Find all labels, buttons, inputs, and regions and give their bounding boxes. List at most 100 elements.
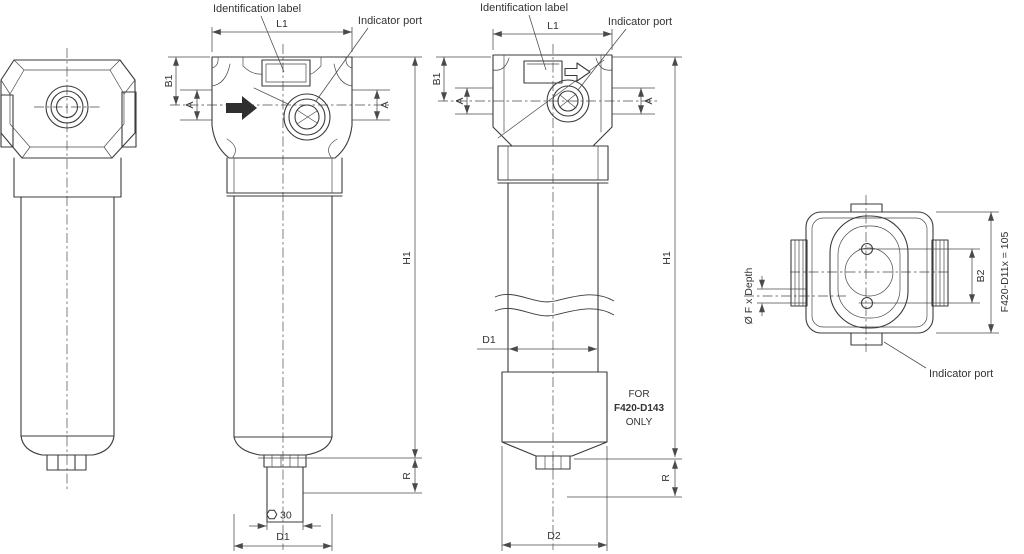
- hole-crosshairs: [858, 248, 876, 304]
- flow-arrow-icon: [564, 62, 591, 82]
- callout-indicator-port: Indicator port: [315, 15, 422, 102]
- callout-text: Indicator port: [608, 16, 672, 28]
- dim-h1-extended: H1: [612, 56, 682, 457]
- cast-detail: [492, 57, 613, 71]
- dim-port-thread: Ø F x Depth: [743, 268, 806, 325]
- indicator-boss-mid: [552, 85, 584, 117]
- dim-overall-height: F420-D11x = 105: [936, 211, 1011, 334]
- dim-label-hex30: 30: [280, 510, 292, 522]
- dim-label-d1: D1: [276, 531, 290, 543]
- identification-plate: [261, 59, 311, 87]
- dim-label-r: R: [401, 472, 413, 480]
- dim-label-port-thread: Ø F x Depth: [743, 268, 755, 325]
- callout-text: Identification label: [213, 3, 301, 15]
- dim-label-b2: B2: [975, 269, 987, 282]
- top-view: [744, 195, 950, 352]
- dim-a-right-extended: A: [612, 87, 655, 115]
- indicator-boss-outer: [546, 79, 590, 123]
- callout-identification-label: Identification label: [480, 2, 568, 71]
- leader-line: [528, 14, 547, 71]
- callout-indicator-port: Indicator port: [883, 341, 993, 380]
- identification-plate-inner: [265, 63, 307, 83]
- dim-label-a: A: [643, 97, 655, 104]
- dim-h1-front: H1: [352, 56, 422, 458]
- bottom-cap: [501, 371, 608, 443]
- cast-detail: [226, 87, 338, 158]
- note-line-1: FOR: [628, 389, 649, 400]
- head-outline-top: [805, 211, 934, 334]
- collar: [226, 157, 343, 197]
- cast-detail: [844, 247, 894, 297]
- callout-text: Identification label: [480, 2, 568, 14]
- dim-label-h1: H1: [661, 251, 673, 265]
- cast-detail: [811, 217, 928, 328]
- dim-d1-extended: D1: [477, 334, 597, 352]
- cap-skirt: [501, 441, 608, 457]
- break-line: [494, 308, 615, 317]
- callout-text: Indicator port: [929, 368, 993, 380]
- dim-label-h1: H1: [401, 251, 413, 265]
- head-dome-inner: [837, 225, 901, 319]
- filter-head-outline: [211, 56, 353, 159]
- dim-label-overall-height: F420-D11x = 105: [999, 232, 1011, 313]
- dim-label-l1: L1: [276, 18, 288, 30]
- dim-label-b1: B1: [431, 72, 443, 85]
- port-circle-outer: [45, 85, 89, 129]
- side-boss-left: [0, 94, 14, 148]
- extended-view: [438, 44, 658, 550]
- dim-label-a: A: [454, 97, 466, 104]
- bowl-bottom: [20, 435, 115, 456]
- leader-line: [577, 28, 627, 91]
- dim-b1-front: B1: [163, 56, 210, 105]
- dim-d2-extended: D2: [501, 446, 608, 551]
- stud-thread: [263, 454, 307, 468]
- indicator-port-boss: [546, 79, 590, 123]
- dim-b1-extended: B1: [431, 56, 491, 101]
- indicator-boss-inner: [557, 90, 579, 112]
- cast-detail: [233, 157, 333, 194]
- cast-detail: [242, 56, 322, 75]
- side-boss-right: [121, 91, 137, 148]
- stud-thread-ribs: [271, 454, 299, 468]
- element-note: FOR F420-D143 ONLY: [614, 389, 664, 428]
- note-line-2: F420-D143: [614, 403, 664, 414]
- filter-bowl: [233, 195, 333, 438]
- dim-l1-front: L1: [211, 18, 353, 52]
- filter-bowl: [20, 196, 115, 437]
- dim-a-left-extended: A: [454, 87, 493, 115]
- callout-identification-label: Identification label: [213, 3, 301, 73]
- dim-l1-extended: L1: [492, 20, 613, 50]
- leader-line: [315, 27, 369, 102]
- callout-indicator-port: Indicator port: [577, 16, 672, 91]
- indicator-boss-mid: [288, 98, 326, 136]
- dim-label-a: A: [379, 101, 391, 108]
- port-thread-lines: [935, 239, 945, 307]
- bottom-stud: [46, 454, 87, 471]
- stud-thread-ribs: [544, 455, 562, 470]
- dim-label-b1: B1: [163, 74, 175, 87]
- dim-r-extended: R: [567, 458, 682, 498]
- hex-across-flats-symbol: [266, 509, 278, 520]
- top-tab: [850, 203, 883, 213]
- collar: [497, 145, 609, 184]
- note-line-3: ONLY: [626, 417, 653, 428]
- dim-r-front: R: [258, 457, 422, 494]
- callout-text: Indicator port: [358, 15, 422, 27]
- dim-a-left-front: A: [180, 89, 212, 121]
- cast-detail: [0, 59, 136, 159]
- flow-arrow-icon: [226, 96, 257, 120]
- indicator-boss-outer: [283, 93, 331, 141]
- indicator-slot: [559, 93, 577, 109]
- indicator-boss-inner: [294, 104, 320, 130]
- indicator-slot: [296, 109, 318, 125]
- dim-b2: B2: [874, 248, 987, 304]
- dim-a-right-front: A: [352, 89, 391, 121]
- dim-label-a: A: [184, 101, 196, 108]
- dim-label-l1: L1: [547, 20, 559, 32]
- front-view: [170, 44, 392, 550]
- cast-detail: [211, 56, 353, 87]
- break-line: [494, 294, 615, 303]
- indicator-port-boss: [283, 93, 331, 141]
